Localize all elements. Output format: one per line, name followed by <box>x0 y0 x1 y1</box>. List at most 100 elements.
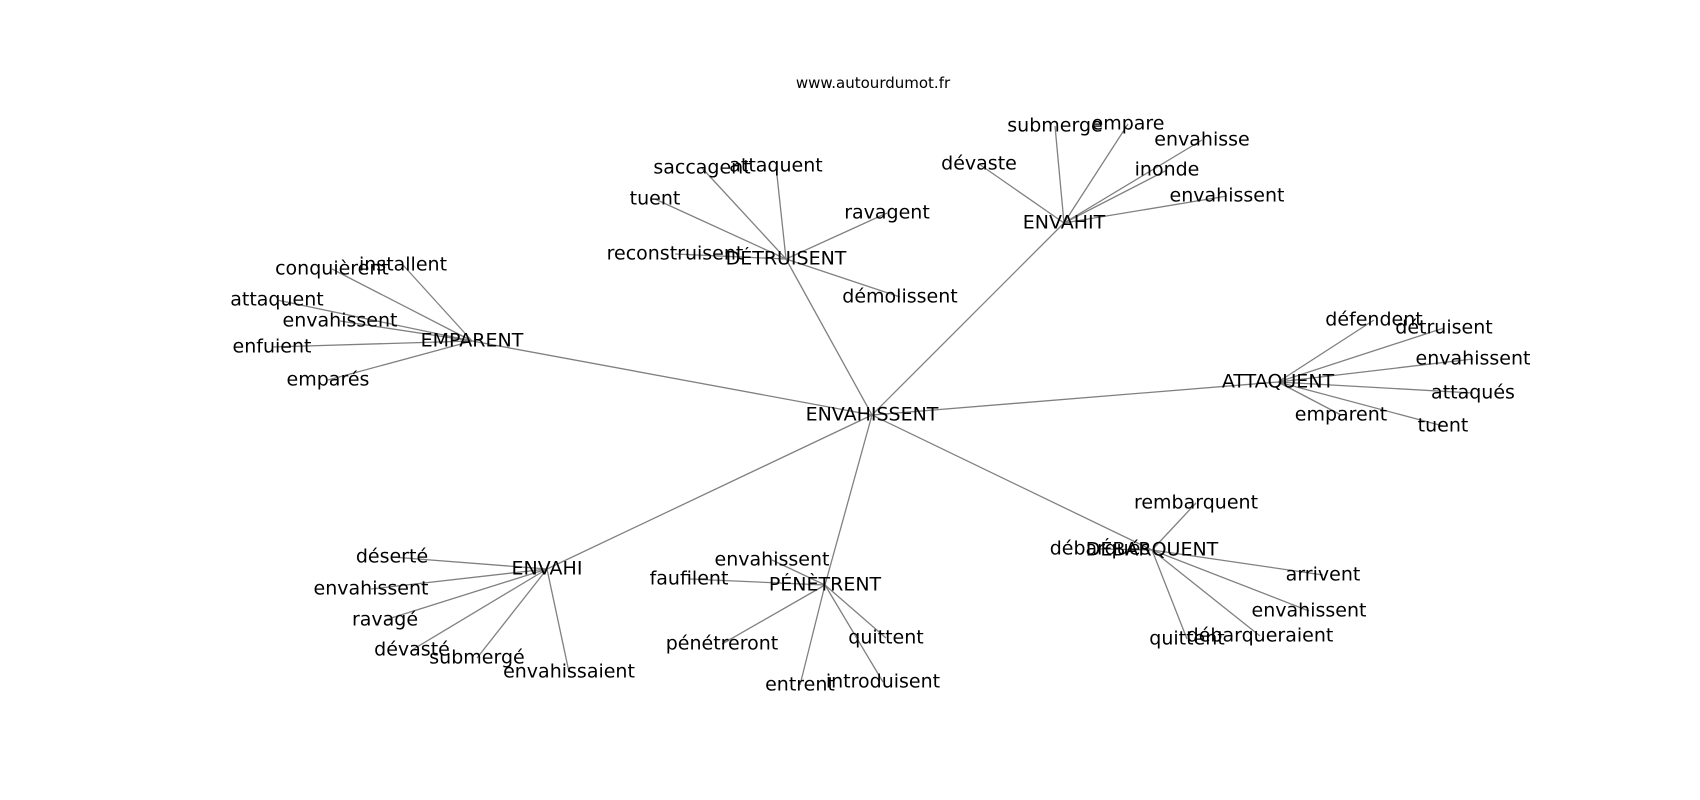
edge-emparent-3 <box>339 320 473 342</box>
edge-attaquent-2 <box>1277 358 1474 383</box>
leaf-node-envahi-0[interactable]: déserté <box>356 546 428 568</box>
edge-attaquent-0 <box>1277 319 1375 383</box>
edge-attaquent-4 <box>1277 381 1342 416</box>
edge-detruisent-2 <box>654 198 787 260</box>
edge-center-penetrent <box>824 414 873 586</box>
leaf-node-detruisent-1[interactable]: attaquent <box>729 155 822 177</box>
edge-detruisent-3 <box>785 212 888 260</box>
edge-envahit-2 <box>1063 139 1203 224</box>
edge-debarquent-5 <box>1151 549 1261 637</box>
hub-node-emparent[interactable]: EMPARENT <box>421 330 524 352</box>
leaf-node-detruisent-0[interactable]: saccagent <box>653 157 750 179</box>
leaf-node-emparent-0[interactable]: conquièrent <box>275 258 389 280</box>
edge-debarquent-0 <box>1151 502 1197 551</box>
edge-emparent-5 <box>327 340 473 381</box>
edge-envahit-4 <box>1063 169 1168 224</box>
hub-node-envahi[interactable]: ENVAHI <box>512 558 583 580</box>
leaf-node-envahit-2[interactable]: envahisse <box>1154 129 1249 151</box>
leaf-node-detruisent-4[interactable]: reconstruisent <box>607 243 744 265</box>
edge-center-envahi <box>546 414 873 570</box>
edge-detruisent-0 <box>701 167 787 260</box>
leaf-node-penetrent-3[interactable]: quittent <box>848 627 923 649</box>
edge-emparent-1 <box>402 264 473 342</box>
edge-envahi-4 <box>476 568 548 659</box>
edge-debarquent-2 <box>1151 549 1324 576</box>
edge-penetrent-1 <box>688 578 826 586</box>
edge-attaquent-5 <box>1277 381 1444 427</box>
leaf-node-envahi-4[interactable]: submergé <box>429 647 524 669</box>
leaf-node-emparent-4[interactable]: enfuient <box>233 336 312 358</box>
leaf-node-penetrent-5[interactable]: introduisent <box>826 671 940 693</box>
edge-envahit-3 <box>978 163 1065 224</box>
edge-detruisent-4 <box>674 253 787 260</box>
leaf-node-debarquent-2[interactable]: arrivent <box>1286 564 1361 586</box>
edge-envahit-0 <box>1054 125 1065 224</box>
leaf-node-emparent-2[interactable]: attaquent <box>230 289 323 311</box>
edge-attaquent-1 <box>1277 327 1445 383</box>
leaf-node-debarquent-5[interactable]: débarqueraient <box>1187 625 1334 647</box>
leaf-node-attaquent-5[interactable]: tuent <box>1418 415 1469 437</box>
hub-node-penetrent[interactable]: PÉNÈTRENT <box>769 573 882 596</box>
edge-envahi-2 <box>384 568 548 621</box>
edge-envahi-1 <box>370 568 548 590</box>
leaf-node-debarquent-4[interactable]: quittent <box>1149 628 1224 650</box>
edge-envahi-5 <box>546 568 570 673</box>
edge-emparent-0 <box>331 268 473 342</box>
edge-penetrent-4 <box>799 584 826 686</box>
edge-detruisent-5 <box>785 258 901 298</box>
leaf-node-envahi-1[interactable]: envahissent <box>314 578 429 600</box>
edge-center-debarquent <box>871 414 1153 551</box>
edge-debarquent-3 <box>1151 549 1310 612</box>
edge-center-emparent <box>471 340 873 416</box>
edge-debarquent-4 <box>1151 549 1188 640</box>
leaf-node-attaquent-0[interactable]: défendent <box>1325 309 1422 331</box>
edge-penetrent-0 <box>771 559 826 586</box>
leaf-node-emparent-3[interactable]: envahissent <box>283 310 398 332</box>
edge-emparent-2 <box>276 299 473 342</box>
leaf-node-penetrent-2[interactable]: pénétreront <box>666 633 779 655</box>
edge-envahi-0 <box>391 556 548 570</box>
leaf-node-envahi-3[interactable]: dévasté <box>374 639 450 661</box>
edge-emparent-4 <box>271 340 473 348</box>
center-node[interactable]: ENVAHISSENT <box>806 404 939 426</box>
leaf-node-emparent-1[interactable]: installent <box>359 254 447 276</box>
graph-edges <box>271 123 1474 686</box>
leaf-node-detruisent-3[interactable]: ravagent <box>844 202 930 224</box>
edge-penetrent-5 <box>824 584 884 683</box>
edge-center-detruisent <box>785 258 873 416</box>
leaf-node-detruisent-5[interactable]: démolissent <box>842 286 957 308</box>
edge-envahi-3 <box>411 568 548 651</box>
leaf-node-attaquent-1[interactable]: détruisent <box>1395 317 1492 339</box>
edge-center-envahit <box>871 222 1065 416</box>
edge-envahit-1 <box>1063 123 1129 224</box>
leaf-node-envahi-5[interactable]: envahissaient <box>503 661 635 683</box>
leaf-node-penetrent-4[interactable]: entrent <box>765 674 835 696</box>
hub-node-debarquent[interactable]: DÉBARQUENT <box>1086 538 1219 561</box>
leaf-node-envahi-2[interactable]: ravagé <box>352 609 418 631</box>
leaf-node-attaquent-4[interactable]: emparent <box>1295 404 1387 426</box>
leaf-node-penetrent-0[interactable]: envahissent <box>715 549 830 571</box>
edge-penetrent-3 <box>824 584 887 639</box>
leaf-node-envahit-1[interactable]: empare <box>1092 113 1165 135</box>
hub-node-attaquent[interactable]: ATTAQUENT <box>1222 371 1335 393</box>
leaf-node-envahit-5[interactable]: envahissent <box>1170 185 1285 207</box>
leaf-node-envahit-0[interactable]: submerge <box>1007 115 1102 137</box>
leaf-node-envahit-3[interactable]: dévaste <box>941 153 1017 175</box>
edge-envahit-5 <box>1063 195 1228 224</box>
leaf-node-debarquent-1[interactable]: débarqués <box>1050 538 1151 560</box>
leaf-node-envahit-4[interactable]: inonde <box>1135 159 1200 181</box>
edge-penetrent-2 <box>721 584 826 645</box>
leaf-node-penetrent-1[interactable]: faufilent <box>650 568 729 590</box>
graph-labels: conquièrentinstallentattaquentenvahissen… <box>230 113 1530 696</box>
leaf-node-debarquent-3[interactable]: envahissent <box>1252 600 1367 622</box>
leaf-node-debarquent-0[interactable]: rembarquent <box>1134 492 1258 514</box>
hub-node-detruisent[interactable]: DÉTRUISENT <box>726 247 847 270</box>
leaf-node-detruisent-2[interactable]: tuent <box>630 188 681 210</box>
leaf-node-emparent-5[interactable]: emparés <box>287 369 370 391</box>
leaf-node-attaquent-2[interactable]: envahissent <box>1416 348 1531 370</box>
leaf-node-attaquent-3[interactable]: attaqués <box>1431 382 1515 404</box>
edge-attaquent-3 <box>1277 381 1474 394</box>
hub-node-envahit[interactable]: ENVAHIT <box>1023 212 1106 234</box>
edge-center-attaquent <box>871 381 1279 416</box>
